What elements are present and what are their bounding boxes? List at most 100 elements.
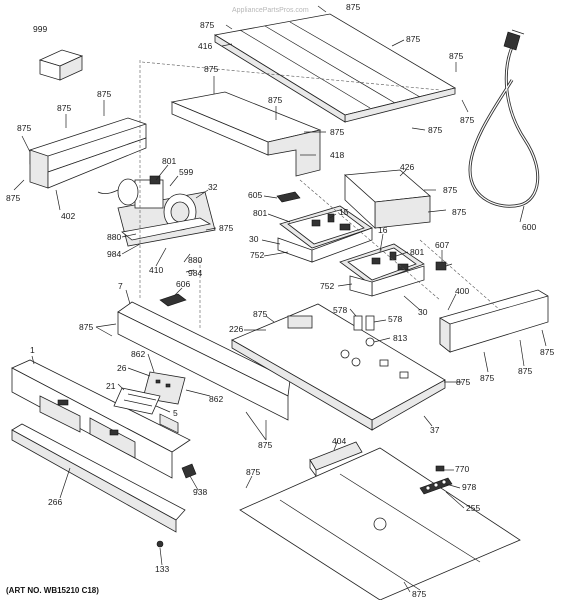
part-600-wire-harness[interactable] bbox=[468, 29, 540, 208]
label-752-b: 752 bbox=[320, 281, 334, 291]
label-418: 418 bbox=[330, 150, 344, 160]
label-578-b: 578 bbox=[388, 314, 402, 324]
label-30-a: 30 bbox=[249, 234, 259, 244]
label-938: 938 bbox=[193, 487, 207, 497]
label-875-floor: 875 bbox=[246, 467, 260, 477]
label-606: 606 bbox=[176, 279, 190, 289]
label-875-duct-b: 875 bbox=[268, 95, 282, 105]
part-605-bracket[interactable] bbox=[276, 191, 301, 203]
part-606-bracket[interactable] bbox=[159, 293, 187, 307]
label-410: 410 bbox=[149, 265, 163, 275]
label-607: 607 bbox=[435, 240, 449, 250]
part-402-side-panel[interactable] bbox=[29, 117, 147, 189]
part-7-control-frame[interactable] bbox=[117, 301, 291, 434]
part-base-plate[interactable] bbox=[239, 447, 521, 600]
label-875-right-b: 875 bbox=[460, 115, 474, 125]
part-418-duct-cover[interactable] bbox=[170, 91, 322, 177]
part-255-terminal-block[interactable] bbox=[419, 477, 453, 495]
label-880-a: 880 bbox=[107, 232, 121, 242]
label-266: 266 bbox=[48, 497, 62, 507]
label-801-board: 801 bbox=[253, 208, 267, 218]
label-999: 999 bbox=[33, 24, 47, 34]
label-416: 416 bbox=[198, 41, 212, 51]
label-32: 32 bbox=[208, 182, 218, 192]
part-30-board-tray-lower[interactable] bbox=[349, 265, 425, 297]
label-862-b: 862 bbox=[209, 394, 223, 404]
label-875-duct-a: 875 bbox=[204, 64, 218, 74]
label-404: 404 bbox=[332, 436, 346, 446]
label-875-base-a: 875 bbox=[456, 377, 470, 387]
label-875-front: 875 bbox=[258, 440, 272, 450]
watermark-text: AppliancePartsPros.com bbox=[232, 7, 309, 14]
part-32-cooling-blower[interactable] bbox=[97, 175, 216, 247]
part-578-component[interactable] bbox=[353, 315, 375, 331]
label-875-right-c: 875 bbox=[428, 125, 442, 135]
part-410-mount-bracket[interactable] bbox=[121, 217, 212, 241]
part-266-trim-strip[interactable] bbox=[11, 423, 186, 533]
label-875-bracket-b: 875 bbox=[452, 207, 466, 217]
label-875-base-d: 875 bbox=[540, 347, 554, 357]
label-752-a: 752 bbox=[250, 250, 264, 260]
label-7: 7 bbox=[118, 281, 123, 291]
label-30-b: 30 bbox=[418, 307, 428, 317]
part-1-control-panel[interactable] bbox=[11, 359, 191, 479]
label-875-right-a: 875 bbox=[449, 51, 463, 61]
label-599: 599 bbox=[179, 167, 193, 177]
label-875-plate: 875 bbox=[253, 309, 267, 319]
label-605: 605 bbox=[248, 190, 262, 200]
label-37: 37 bbox=[430, 425, 440, 435]
label-875-top-a: 875 bbox=[200, 20, 214, 30]
label-875-bottom: 875 bbox=[412, 589, 426, 599]
part-226-mounting-plate[interactable] bbox=[231, 303, 446, 431]
label-255: 255 bbox=[466, 503, 480, 513]
part-400-side-trim[interactable] bbox=[439, 289, 549, 353]
label-875-top-c: 875 bbox=[406, 34, 420, 44]
art-number: (ART NO. WB15210 C18) bbox=[6, 586, 99, 595]
label-875-bracket-a: 875 bbox=[443, 185, 457, 195]
label-875-left-b: 875 bbox=[97, 89, 111, 99]
label-875-blower: 875 bbox=[219, 223, 233, 233]
label-880-b: 880 bbox=[188, 255, 202, 265]
label-978: 978 bbox=[462, 482, 476, 492]
label-875-left-a: 875 bbox=[57, 103, 71, 113]
label-875-top-b: 875 bbox=[346, 2, 360, 12]
part-30-board-tray-upper[interactable] bbox=[277, 227, 373, 263]
label-875-left-d: 875 bbox=[6, 193, 20, 203]
label-402: 402 bbox=[61, 211, 75, 221]
label-875-duct-c: 875 bbox=[330, 127, 344, 137]
part-938-clip[interactable] bbox=[181, 463, 197, 479]
label-16: 16 bbox=[378, 225, 388, 235]
label-801-blower: 801 bbox=[162, 156, 176, 166]
label-600: 600 bbox=[522, 222, 536, 232]
label-801-board-b: 801 bbox=[410, 247, 424, 257]
part-426-rear-bracket[interactable] bbox=[344, 169, 431, 229]
label-813: 813 bbox=[393, 333, 407, 343]
label-875-base-c: 875 bbox=[518, 366, 532, 376]
label-226: 226 bbox=[229, 324, 243, 334]
label-875-left-c: 875 bbox=[17, 123, 31, 133]
part-21-keypad[interactable] bbox=[113, 387, 161, 415]
label-26: 26 bbox=[117, 363, 127, 373]
leader-lines bbox=[13, 5, 547, 593]
label-1: 1 bbox=[30, 345, 35, 355]
part-133-screw[interactable] bbox=[156, 540, 164, 548]
label-984-b: 984 bbox=[188, 268, 202, 278]
label-21: 21 bbox=[106, 381, 116, 391]
part-813-component[interactable] bbox=[365, 337, 375, 347]
label-984-a: 984 bbox=[107, 249, 121, 259]
label-15: 15 bbox=[339, 207, 349, 217]
label-133: 133 bbox=[155, 564, 169, 574]
part-404-bracket[interactable] bbox=[309, 441, 363, 478]
part-999-box[interactable] bbox=[38, 49, 84, 81]
part-607-sensor[interactable] bbox=[435, 261, 453, 271]
label-426: 426 bbox=[400, 162, 414, 172]
part-770-component[interactable] bbox=[435, 465, 445, 472]
label-5: 5 bbox=[173, 408, 178, 418]
label-400: 400 bbox=[455, 286, 469, 296]
label-875-frame: 875 bbox=[79, 322, 93, 332]
label-578-a: 578 bbox=[333, 305, 347, 315]
part-416-top-cover[interactable] bbox=[213, 13, 457, 123]
label-770: 770 bbox=[455, 464, 469, 474]
